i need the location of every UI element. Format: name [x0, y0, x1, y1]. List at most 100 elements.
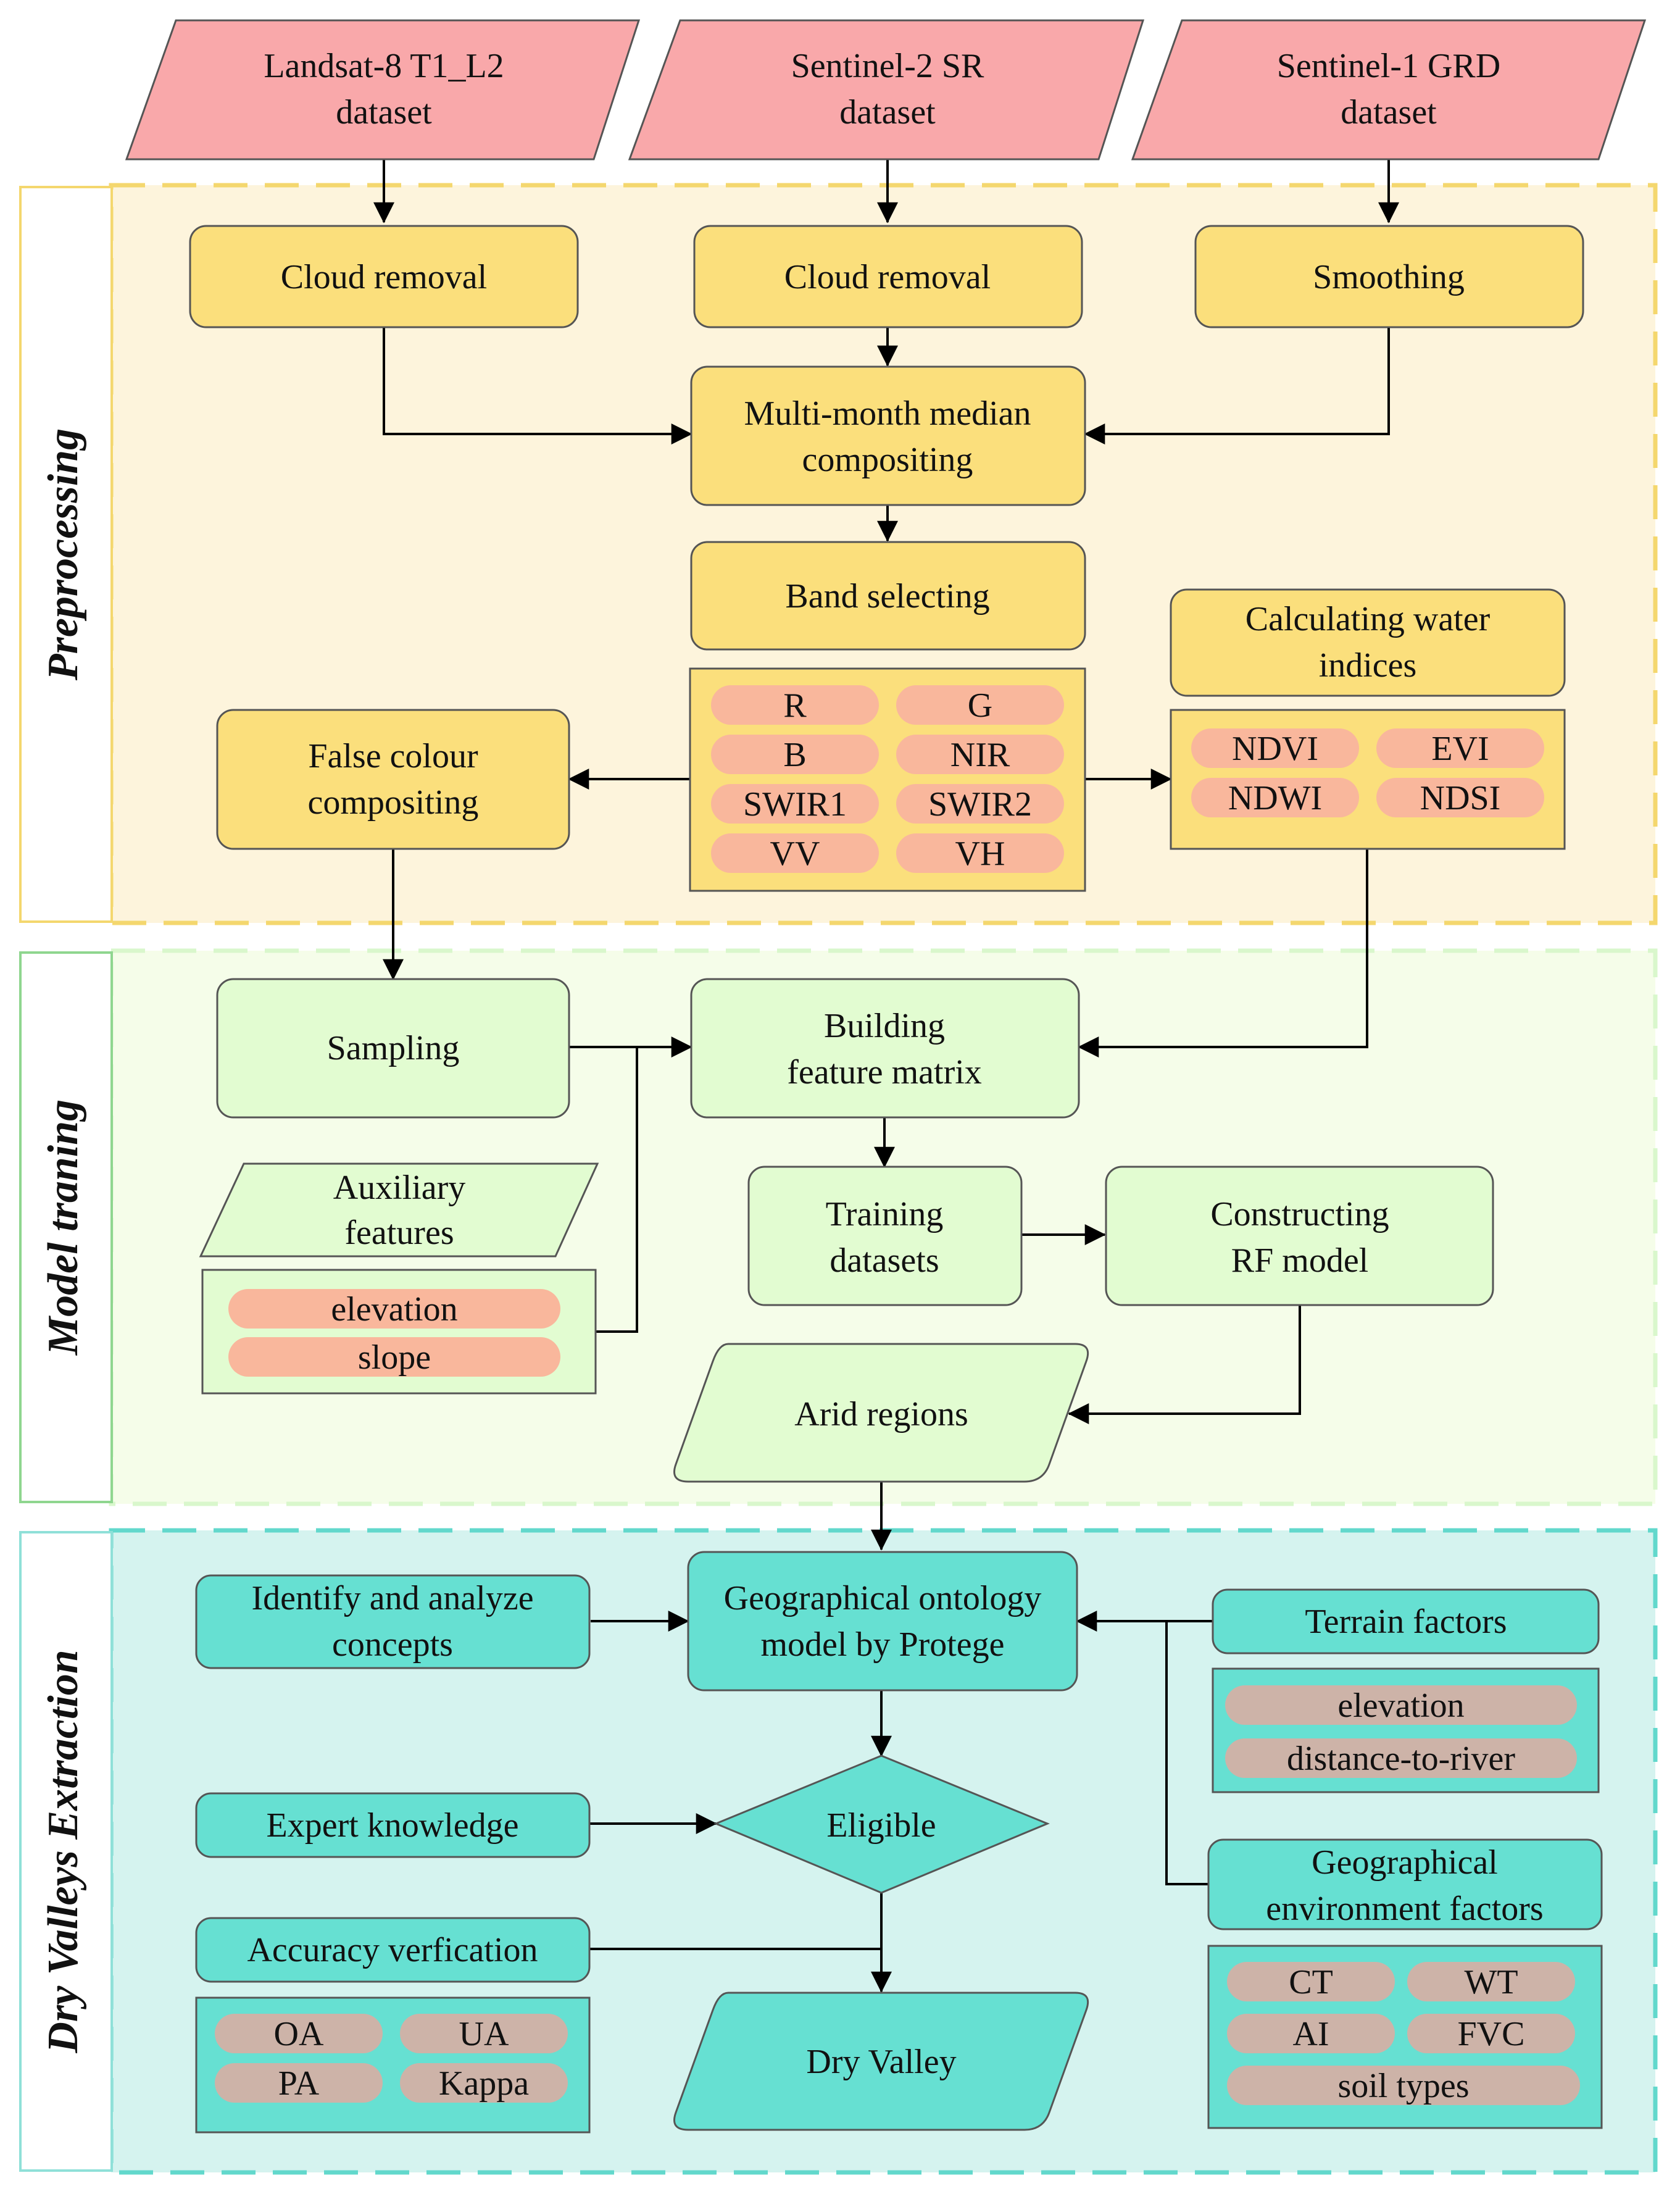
auxiliary-shape — [199, 1162, 599, 1258]
geo-env-fvc: FVC — [1458, 2015, 1525, 2053]
concepts-box — [195, 1574, 591, 1669]
node-feature-matrix: Building feature matrix — [690, 978, 1080, 1119]
extraction-section-label: Dry Valleys Extraction — [40, 1650, 87, 2053]
expert-label: Expert knowledge — [267, 1806, 519, 1845]
auxiliary-label-line1: Auxiliary — [333, 1169, 466, 1207]
accuracy-label: Accuracy verfication — [247, 1931, 538, 1969]
index-ndsi-pill — [1376, 778, 1544, 817]
eligible-label: Eligible — [826, 1806, 936, 1845]
band-g: G — [968, 686, 992, 725]
index-evi: EVI — [1431, 730, 1489, 768]
feature-matrix-box — [690, 978, 1080, 1119]
node-band-selecting: Band selecting — [690, 541, 1086, 651]
water-indices-label-line1: Calculating water — [1245, 600, 1491, 638]
model-training-side-label-box — [19, 951, 113, 1503]
aux-slope: slope — [358, 1338, 431, 1377]
band-swir1: SWIR1 — [743, 785, 847, 824]
index-ndsi: NDSI — [1420, 779, 1501, 817]
node-water-indices: Calculating water indices — [1170, 588, 1566, 697]
accuracy-pa: PA — [278, 2064, 320, 2103]
accuracy-kappa: Kappa — [439, 2064, 529, 2103]
model-training-section-label: Model traning — [40, 1099, 87, 1356]
node-ontology: Geographical ontology model by Protege — [687, 1551, 1078, 1692]
training-label-line2: datasets — [830, 1241, 939, 1280]
band-selecting-box — [690, 541, 1086, 651]
band-swir2: SWIR2 — [928, 785, 1032, 824]
node-smoothing: Smoothing — [1194, 225, 1584, 328]
median-label-line2: compositing — [802, 441, 973, 479]
dry-valley-shape — [673, 1992, 1089, 2131]
geo-env-box — [1207, 1838, 1603, 1930]
node-terrain: Terrain factors — [1212, 1588, 1600, 1654]
false-colour-label-line2: compositing — [308, 783, 479, 822]
band-g-pill — [896, 685, 1064, 725]
cloud-removal-2-box — [693, 225, 1083, 328]
band-r-pill — [711, 685, 879, 725]
index-ndwi-pill — [1191, 778, 1359, 817]
ontology-label-line1: Geographical ontology — [724, 1579, 1042, 1617]
band-vh-pill — [896, 833, 1064, 873]
node-rf-model: Constructing RF model — [1105, 1166, 1494, 1306]
node-cloud-removal-1: Cloud removal — [189, 225, 579, 328]
sampling-label: Sampling — [327, 1029, 460, 1067]
accuracy-ua: UA — [459, 2015, 509, 2053]
aux-slope-pill — [228, 1337, 560, 1377]
terrain-elevation: elevation — [1337, 1687, 1464, 1725]
cloud-removal-2-label: Cloud removal — [784, 258, 991, 296]
node-dry-valley: Dry Valley — [673, 1992, 1089, 2131]
node-expert: Expert knowledge — [195, 1792, 591, 1858]
index-ndvi-pill — [1191, 728, 1359, 768]
terrain-label: Terrain factors — [1305, 1603, 1507, 1641]
node-false-colour: False colour compositing — [216, 709, 570, 850]
node-sampling: Sampling — [216, 978, 570, 1119]
accuracy-oa-pill — [215, 2014, 383, 2053]
geo-env-ai-pill — [1227, 2014, 1395, 2053]
edge-aux-to-feature-matrix — [596, 1047, 638, 1333]
band-swir1-pill — [711, 784, 879, 824]
band-vh: VH — [955, 835, 1005, 873]
node-training-datasets: Training datasets — [747, 1166, 1023, 1306]
band-b-pill — [711, 735, 879, 774]
water-indices-box — [1170, 588, 1566, 697]
eligible-shape — [713, 1754, 1050, 1894]
edge-geo-env-to-ontology — [1165, 1621, 1208, 1885]
source-sentinel1: Sentinel-1 GRD dataset — [1131, 19, 1647, 161]
sentinel2-shape — [628, 19, 1145, 161]
rf-label-line2: RF model — [1231, 1241, 1368, 1280]
rf-label-line1: Constructing — [1210, 1195, 1389, 1233]
landsat-label-line2: dataset — [336, 93, 432, 131]
cloud-removal-1-box — [189, 225, 579, 328]
edge-rf-to-arid — [1068, 1306, 1301, 1424]
index-evi-pill — [1376, 728, 1544, 768]
training-label-line1: Training — [826, 1195, 944, 1233]
training-box — [747, 1166, 1023, 1306]
sentinel1-label-line1: Sentinel-1 GRD — [1277, 47, 1500, 85]
sentinel1-label-line2: dataset — [1341, 93, 1437, 131]
preprocessing-side-label-box — [19, 186, 113, 923]
band-vv-pill — [711, 833, 879, 873]
band-nir-pill — [896, 735, 1064, 774]
node-eligible: Eligible — [713, 1754, 1050, 1894]
accuracy-oa: OA — [274, 2015, 324, 2053]
accuracy-box — [195, 1917, 591, 1983]
accuracy-chips: OA UA PA Kappa — [215, 2014, 568, 2103]
edge-cloud1-to-median — [383, 327, 692, 444]
sentinel2-label-line1: Sentinel-2 SR — [791, 47, 984, 85]
median-label-line1: Multi-month median — [744, 394, 1031, 433]
band-b: B — [783, 736, 806, 774]
dry-valley-label: Dry Valley — [806, 2043, 956, 2081]
index-ndvi: NDVI — [1232, 730, 1318, 768]
terrain-distance-to-river: distance-to-river — [1287, 1740, 1515, 1778]
feature-matrix-label-line1: Building — [824, 1007, 945, 1045]
sampling-box — [216, 978, 570, 1119]
expert-box — [195, 1792, 591, 1858]
edge-smoothing-to-median — [1084, 327, 1390, 444]
median-box — [690, 365, 1086, 506]
water-indices-label-line2: indices — [1319, 646, 1417, 685]
